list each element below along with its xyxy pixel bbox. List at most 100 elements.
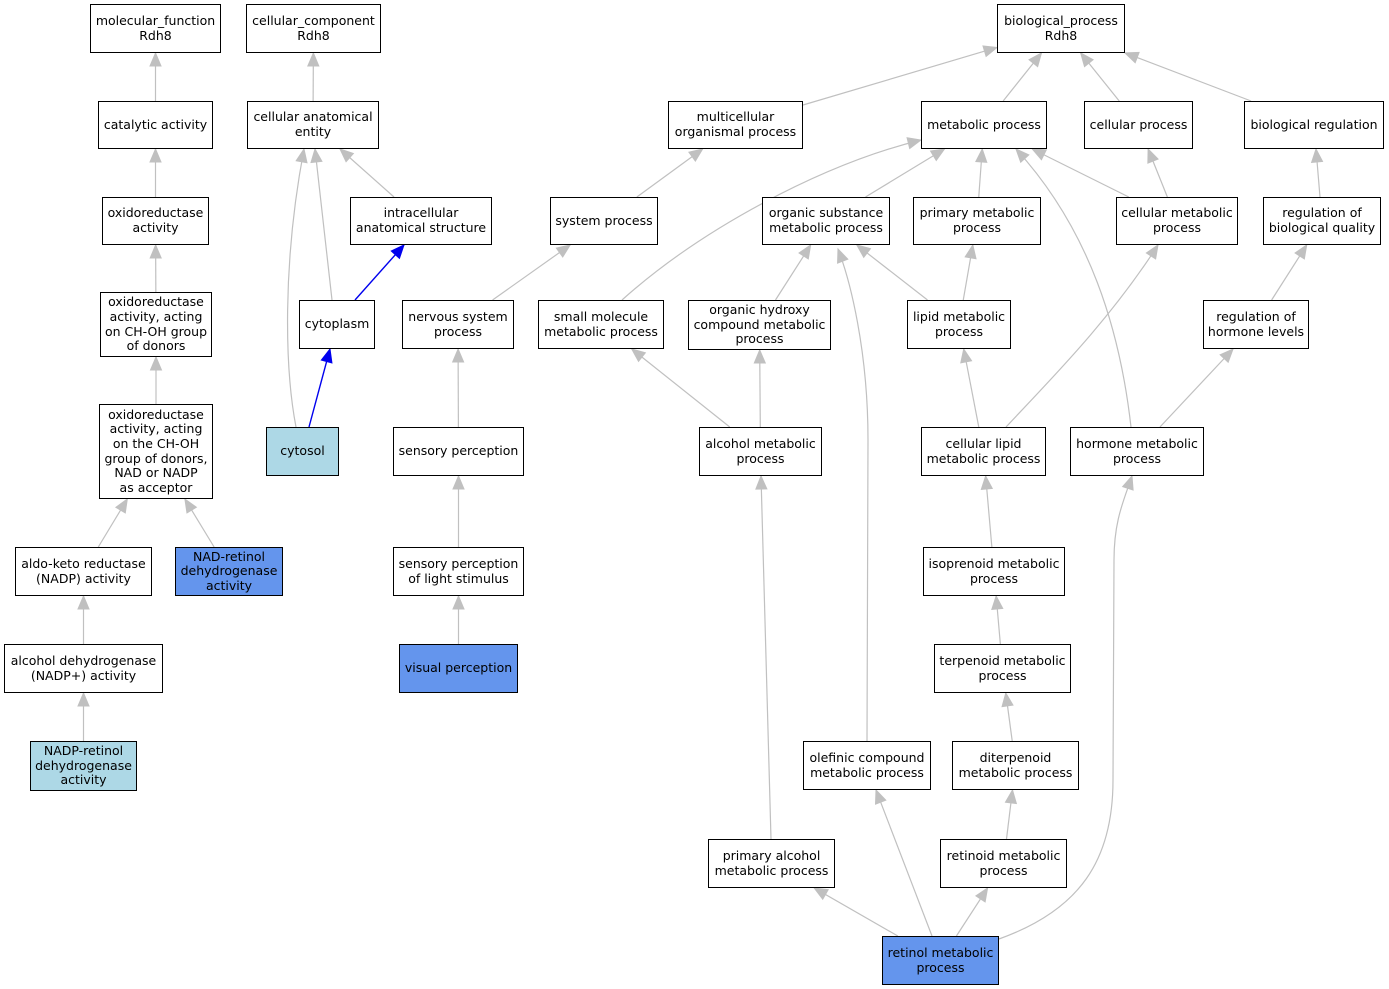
go-term-node-alcdh[interactable]: alcohol dehydrogenase (NADP+) activity bbox=[4, 644, 163, 693]
edge-lipid-to-orgsub bbox=[856, 244, 928, 301]
arrowhead-retinol-to-primalc bbox=[813, 887, 830, 901]
go-term-node-smallmol[interactable]: small molecule metabolic process bbox=[538, 300, 664, 349]
go-term-node-lipid[interactable]: lipid metabolic process bbox=[907, 300, 1011, 349]
arrowhead-visual-to-senslight bbox=[452, 594, 465, 610]
go-term-node-nervous[interactable]: nervous system process bbox=[402, 300, 514, 349]
arrowhead-regqual-to-bioreg bbox=[1310, 147, 1324, 163]
arrowhead-nadretinol-to-oxnad bbox=[184, 497, 198, 514]
go-term-node-oxchoh[interactable]: oxidoreductase activity, acting on CH-OH… bbox=[100, 292, 212, 357]
go-term-node-nadpretinol[interactable]: NADP-retinol dehydrogenase activity bbox=[30, 741, 137, 791]
arrowhead-multi-to-bp bbox=[982, 45, 999, 58]
edge-celllipid-to-cellmet bbox=[1005, 244, 1159, 428]
arrowhead-oxchoh-to-oxred bbox=[149, 243, 162, 259]
edge-retinol-to-olefin bbox=[875, 789, 933, 937]
go-term-node-senslight[interactable]: sensory perception of light stimulus bbox=[393, 547, 524, 596]
edge-retinol-to-primalc bbox=[813, 887, 899, 937]
arrowhead-alcohol-to-smallmol bbox=[630, 348, 647, 363]
go-term-node-olefin[interactable]: olefinic compound metabolic process bbox=[803, 741, 931, 790]
arrowhead-ias-to-cae bbox=[339, 148, 355, 163]
arrowhead-sysproc-to-multi bbox=[688, 148, 704, 163]
edge-bioreg-to-bp bbox=[1124, 52, 1252, 102]
go-term-node-regqual[interactable]: regulation of biological quality bbox=[1263, 197, 1381, 245]
arrowhead-alcdh-to-aldoketo bbox=[77, 594, 90, 610]
go-term-node-visual[interactable]: visual perception bbox=[399, 644, 518, 693]
go-term-node-cae[interactable]: cellular anatomical entity bbox=[247, 101, 379, 149]
edge-cellmet-to-metab bbox=[1031, 148, 1130, 198]
edge-cytosol-to-cae bbox=[286, 148, 305, 428]
arrowhead-cellproc-to-bp bbox=[1079, 51, 1095, 68]
go-term-node-bioreg[interactable]: biological regulation bbox=[1244, 101, 1384, 149]
go-term-node-cellproc[interactable]: cellular process bbox=[1084, 101, 1193, 149]
arrowhead-oxred-to-catalytic bbox=[149, 147, 162, 163]
go-term-node-aldoketo[interactable]: aldo-keto reductase (NADP) activity bbox=[15, 547, 152, 596]
edge-orgsub-to-metab bbox=[865, 148, 945, 198]
go-term-node-reghorm[interactable]: regulation of hormone levels bbox=[1203, 300, 1309, 349]
go-term-node-ias[interactable]: intracellular anatomical structure bbox=[350, 197, 492, 245]
edge-nervous-to-sysproc bbox=[492, 244, 571, 301]
go-term-node-orgsub[interactable]: organic substance metabolic process bbox=[762, 197, 890, 245]
go-term-node-primmet[interactable]: primary metabolic process bbox=[913, 197, 1041, 245]
arrowhead-primalc-to-alcohol bbox=[755, 474, 768, 490]
go-term-node-mf[interactable]: molecular_function Rdh8 bbox=[90, 4, 221, 53]
arrowhead-cytosol-to-cae bbox=[295, 147, 308, 164]
edge-hormone-to-reghorm bbox=[1159, 348, 1234, 428]
go-term-node-hormone[interactable]: hormone metabolic process bbox=[1070, 427, 1204, 476]
go-term-node-terpen[interactable]: terpenoid metabolic process bbox=[934, 644, 1071, 693]
arrowhead-senslight-to-sensory bbox=[452, 474, 465, 490]
arrowhead-alcohol-to-orghyd bbox=[753, 348, 767, 364]
go-term-node-cellmet[interactable]: cellular metabolic process bbox=[1116, 197, 1238, 245]
arrowhead-diterp-to-terpen bbox=[1001, 691, 1014, 708]
arrowhead-retinol-to-olefin bbox=[874, 788, 887, 805]
go-term-node-sensory[interactable]: sensory perception bbox=[393, 427, 524, 476]
go-term-node-retinol[interactable]: retinol metabolic process bbox=[882, 936, 999, 985]
go-term-node-cc[interactable]: cellular_component Rdh8 bbox=[246, 4, 381, 53]
go-term-node-catalytic[interactable]: catalytic activity bbox=[98, 101, 213, 149]
edge-multi-to-bp bbox=[802, 46, 998, 106]
go-term-node-nadretinol[interactable]: NAD-retinol dehydrogenase activity bbox=[175, 547, 283, 596]
arrowhead-terpen-to-isopren bbox=[991, 594, 1004, 610]
arrowhead-orghyd-to-orgsub bbox=[798, 243, 812, 260]
arrowhead-celllipid-to-lipid bbox=[960, 347, 973, 364]
arrowhead-primmet-to-metab bbox=[975, 147, 988, 163]
go-term-node-cytoplasm[interactable]: cytoplasm bbox=[299, 300, 375, 349]
arrowhead-smallmol-to-metab bbox=[906, 137, 923, 150]
arrowhead-cytosol-to-cytoplasm bbox=[320, 347, 333, 364]
go-term-node-primalc[interactable]: primary alcohol metabolic process bbox=[708, 839, 835, 888]
arrowhead-cae-to-cc bbox=[307, 51, 320, 67]
go-term-node-oxred[interactable]: oxidoreductase activity bbox=[102, 197, 209, 245]
go-term-node-cytosol[interactable]: cytosol bbox=[266, 427, 339, 476]
go-term-node-oxnad[interactable]: oxidoreductase activity, acting on the C… bbox=[99, 404, 213, 499]
go-term-node-celllipid[interactable]: cellular lipid metabolic process bbox=[921, 427, 1046, 476]
arrowhead-retinoid-to-diterp bbox=[1004, 788, 1018, 805]
go-term-node-diterp[interactable]: diterpenoid metabolic process bbox=[952, 741, 1079, 790]
arrowhead-isopren-to-celllipid bbox=[980, 474, 994, 490]
go-term-node-alcohol[interactable]: alcohol metabolic process bbox=[699, 427, 822, 476]
go-term-node-isopren[interactable]: isoprenoid metabolic process bbox=[923, 547, 1065, 596]
arrowhead-retinol-to-retinoid bbox=[974, 886, 989, 903]
go-term-node-multi[interactable]: multicellular organismal process bbox=[668, 101, 803, 149]
arrowhead-cytoplasm-to-ias bbox=[390, 244, 405, 260]
edge-cytoplasm-to-cae bbox=[314, 148, 333, 301]
arrowhead-reghorm-to-regqual bbox=[1294, 243, 1308, 260]
go-term-node-metab[interactable]: metabolic process bbox=[921, 101, 1047, 149]
arrowhead-hormone-to-reghorm bbox=[1219, 348, 1234, 364]
edge-olefin-to-orgsub bbox=[837, 248, 869, 742]
arrowhead-metab-to-bp bbox=[1028, 51, 1043, 68]
arrowhead-olefin-to-orgsub bbox=[837, 247, 849, 264]
arrowhead-lipid-to-orgsub bbox=[855, 244, 872, 259]
arrowhead-lipid-to-primmet bbox=[964, 243, 977, 260]
arrowhead-cytoplasm-to-cae bbox=[310, 147, 323, 164]
arrowhead-nervous-to-sysproc bbox=[555, 244, 572, 258]
edge-sysproc-to-multi bbox=[636, 148, 703, 198]
arrowhead-celllipid-to-cellmet bbox=[1145, 243, 1159, 260]
arrowhead-hormone-to-metab bbox=[1015, 148, 1030, 164]
arrowhead-catalytic-to-mf bbox=[149, 51, 162, 67]
arrowhead-cellmet-to-metab bbox=[1031, 148, 1048, 161]
go-term-node-retinoid[interactable]: retinoid metabolic process bbox=[940, 839, 1067, 888]
go-term-node-sysproc[interactable]: system process bbox=[550, 197, 658, 245]
go-term-node-bp[interactable]: biological_process Rdh8 bbox=[997, 4, 1125, 53]
arrowhead-aldoketo-to-oxnad bbox=[114, 497, 128, 514]
go-term-node-orghyd[interactable]: organic hydroxy compound metabolic proce… bbox=[688, 300, 831, 350]
